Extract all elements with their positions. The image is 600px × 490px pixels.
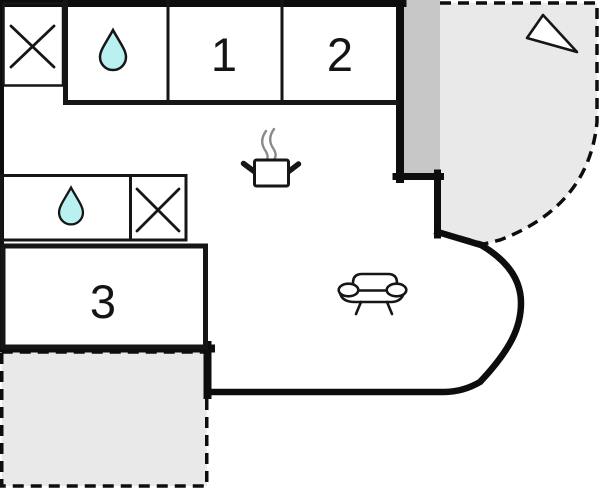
room-3: 3 bbox=[0, 243, 208, 350]
wall-curved-right-and-bottom bbox=[204, 227, 525, 396]
wall-shadow-strip bbox=[402, 0, 440, 177]
sofa-armrest-left bbox=[337, 282, 360, 298]
steam-line-2 bbox=[268, 127, 277, 164]
room-2-label: 2 bbox=[327, 28, 353, 81]
terrace-right-area bbox=[436, 1, 599, 246]
terrace-right bbox=[436, 1, 599, 246]
room-3-box bbox=[0, 243, 208, 350]
middle-row-box bbox=[0, 174, 188, 242]
terrace-bottom-left bbox=[0, 350, 209, 488]
top-row-rooms: 1 2 bbox=[2, 0, 399, 105]
window-cross-icon-middle bbox=[135, 187, 181, 233]
sofa-armrest-right bbox=[385, 282, 408, 298]
room-1-label: 1 bbox=[211, 28, 237, 81]
sofa-leg-left bbox=[354, 300, 363, 316]
terrace-bottom-left-area bbox=[0, 350, 209, 488]
north-arrow-icon bbox=[525, 13, 579, 54]
window-cross-icon-top-left bbox=[9, 24, 56, 69]
sofa-seat-front bbox=[338, 291, 406, 304]
sofa-leg-right bbox=[385, 300, 394, 316]
water-drop-icon-top bbox=[98, 27, 128, 72]
sofa-icon bbox=[337, 272, 408, 316]
stove-icon bbox=[240, 127, 302, 188]
room-3-label: 3 bbox=[90, 275, 116, 328]
pot-body bbox=[253, 158, 290, 188]
water-drop-icon-middle bbox=[57, 185, 85, 226]
middle-row-rooms bbox=[0, 174, 188, 242]
